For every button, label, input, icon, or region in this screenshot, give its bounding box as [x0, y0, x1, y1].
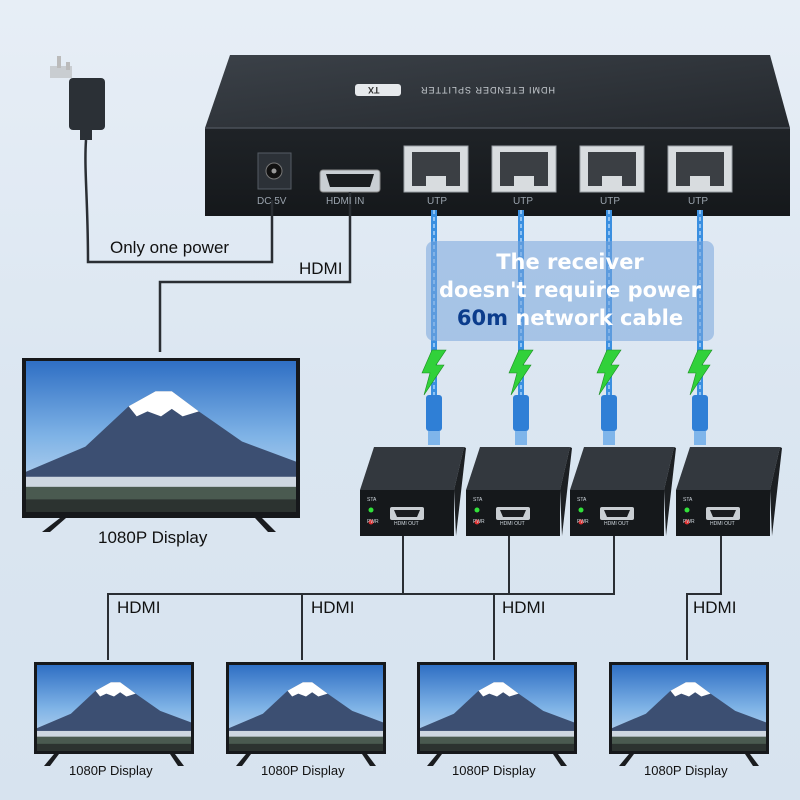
utp-port-1 [403, 145, 469, 193]
lightning-bolt-4 [687, 349, 713, 396]
receiver-4-hdmi-out: HDMI OUT [710, 521, 735, 527]
transmitter-name: HDMI ETENDER SPLITTER [420, 85, 556, 95]
dc-port-label: DC 5V [257, 196, 287, 207]
output-display-1 [34, 662, 194, 766]
display-label-1: 1080P Display [69, 763, 153, 778]
utp-port-2 [491, 145, 557, 193]
receiver-2-pwr: PWR [473, 519, 485, 525]
display-label-3: 1080P Display [452, 763, 536, 778]
callout-distance: 60m [456, 306, 508, 330]
hdmi-output-line-2 [301, 536, 510, 660]
hdmi-output-lines [107, 536, 722, 660]
hdmi-output-label-3: HDMI [502, 598, 546, 617]
callout-line-3-rest: network cable [508, 306, 684, 330]
hdmi-output-label-4: HDMI [693, 598, 737, 617]
callout-line-1: The receiver [496, 250, 644, 274]
dc-jack [257, 152, 292, 190]
display-label-4: 1080P Display [644, 763, 728, 778]
utp-ports [403, 145, 733, 193]
main-display-tv [22, 358, 300, 532]
receivers [360, 447, 782, 536]
hdmi-source-label: HDMI [299, 259, 343, 278]
hdmi-in-label: HDMI IN [326, 196, 365, 207]
receiver-4-pwr: PWR [683, 519, 695, 525]
output-display-2 [226, 662, 386, 766]
receiver-4 [676, 447, 782, 536]
receiver-3-hdmi-out: HDMI OUT [604, 521, 629, 527]
utp-label-2: UTP [513, 196, 533, 207]
power-adapter [50, 56, 105, 140]
display-label-2: 1080P Display [261, 763, 345, 778]
output-display-3 [417, 662, 577, 766]
output-displays [34, 662, 769, 766]
utp-port-4 [667, 145, 733, 193]
hdmi-output-line-4 [686, 536, 722, 660]
hdmi-in-port [319, 169, 381, 193]
receiver-1-pwr: PWR [367, 519, 379, 525]
receiver-callout: The receiver doesn't require power 60m n… [426, 241, 714, 341]
lightning-bolt-2 [508, 349, 534, 396]
receiver-3-pwr: PWR [577, 519, 589, 525]
receiver-1-hdmi-out: HDMI OUT [394, 521, 419, 527]
receiver-3-sta: STA [577, 497, 587, 503]
utp-label-4: UTP [688, 196, 708, 207]
receiver-2 [466, 447, 572, 536]
receiver-1 [360, 447, 466, 536]
hdmi-output-label-1: HDMI [117, 598, 161, 617]
power-cable [84, 139, 274, 264]
hdmi-output-line-1 [107, 536, 404, 660]
receiver-3 [570, 447, 676, 536]
lightning-bolt-1 [421, 349, 447, 396]
receiver-1-sta: STA [367, 497, 377, 503]
power-label: Only one power [110, 238, 230, 257]
receiver-4-sta: STA [683, 497, 693, 503]
hdmi-output-label-2: HDMI [311, 598, 355, 617]
hdmi-output-line-3 [493, 536, 615, 660]
hdmi-source-cable [158, 192, 352, 352]
utp-label-3: UTP [600, 196, 620, 207]
utp-label-1: UTP [427, 196, 447, 207]
receiver-2-sta: STA [473, 497, 483, 503]
callout-line-2: doesn't require power [438, 278, 702, 302]
lightning-bolt-3 [596, 349, 622, 396]
receiver-2-hdmi-out: HDMI OUT [500, 521, 525, 527]
main-display-label: 1080P Display [98, 528, 208, 547]
callout-line-3: 60m network cable [426, 304, 714, 332]
utp-port-3 [579, 145, 645, 193]
output-display-4 [609, 662, 769, 766]
tx-badge-label: TX [368, 85, 380, 95]
lightning-bolts [421, 349, 713, 396]
